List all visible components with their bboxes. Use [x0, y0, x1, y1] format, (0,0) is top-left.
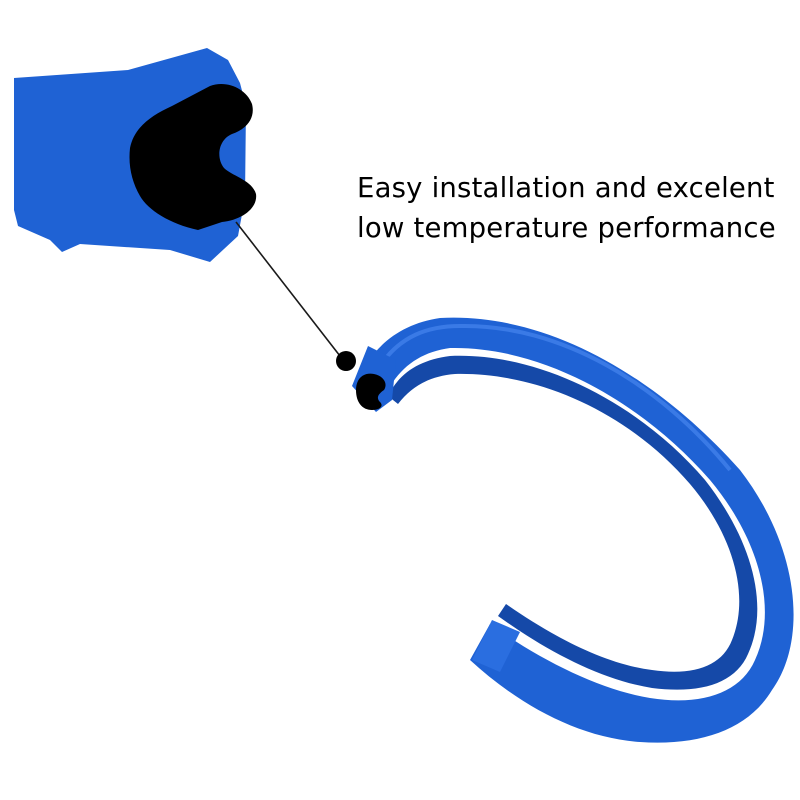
ring-end-insert	[356, 373, 386, 410]
ring-inner-groove	[388, 355, 758, 690]
detail-marker-dot	[336, 351, 356, 371]
o-ring-insert-icon	[129, 84, 257, 230]
seal-ring-icon	[352, 317, 794, 743]
feature-caption: Easy installation and excelent low tempe…	[357, 168, 797, 248]
ring-highlight	[378, 323, 732, 472]
leader-line	[235, 221, 341, 357]
caption-line-1: Easy installation and excelent	[357, 172, 775, 204]
caption-line-2: low temperature performance	[357, 212, 776, 244]
ring-lower-end-face	[472, 620, 520, 672]
seal-cross-section-icon	[14, 48, 257, 262]
